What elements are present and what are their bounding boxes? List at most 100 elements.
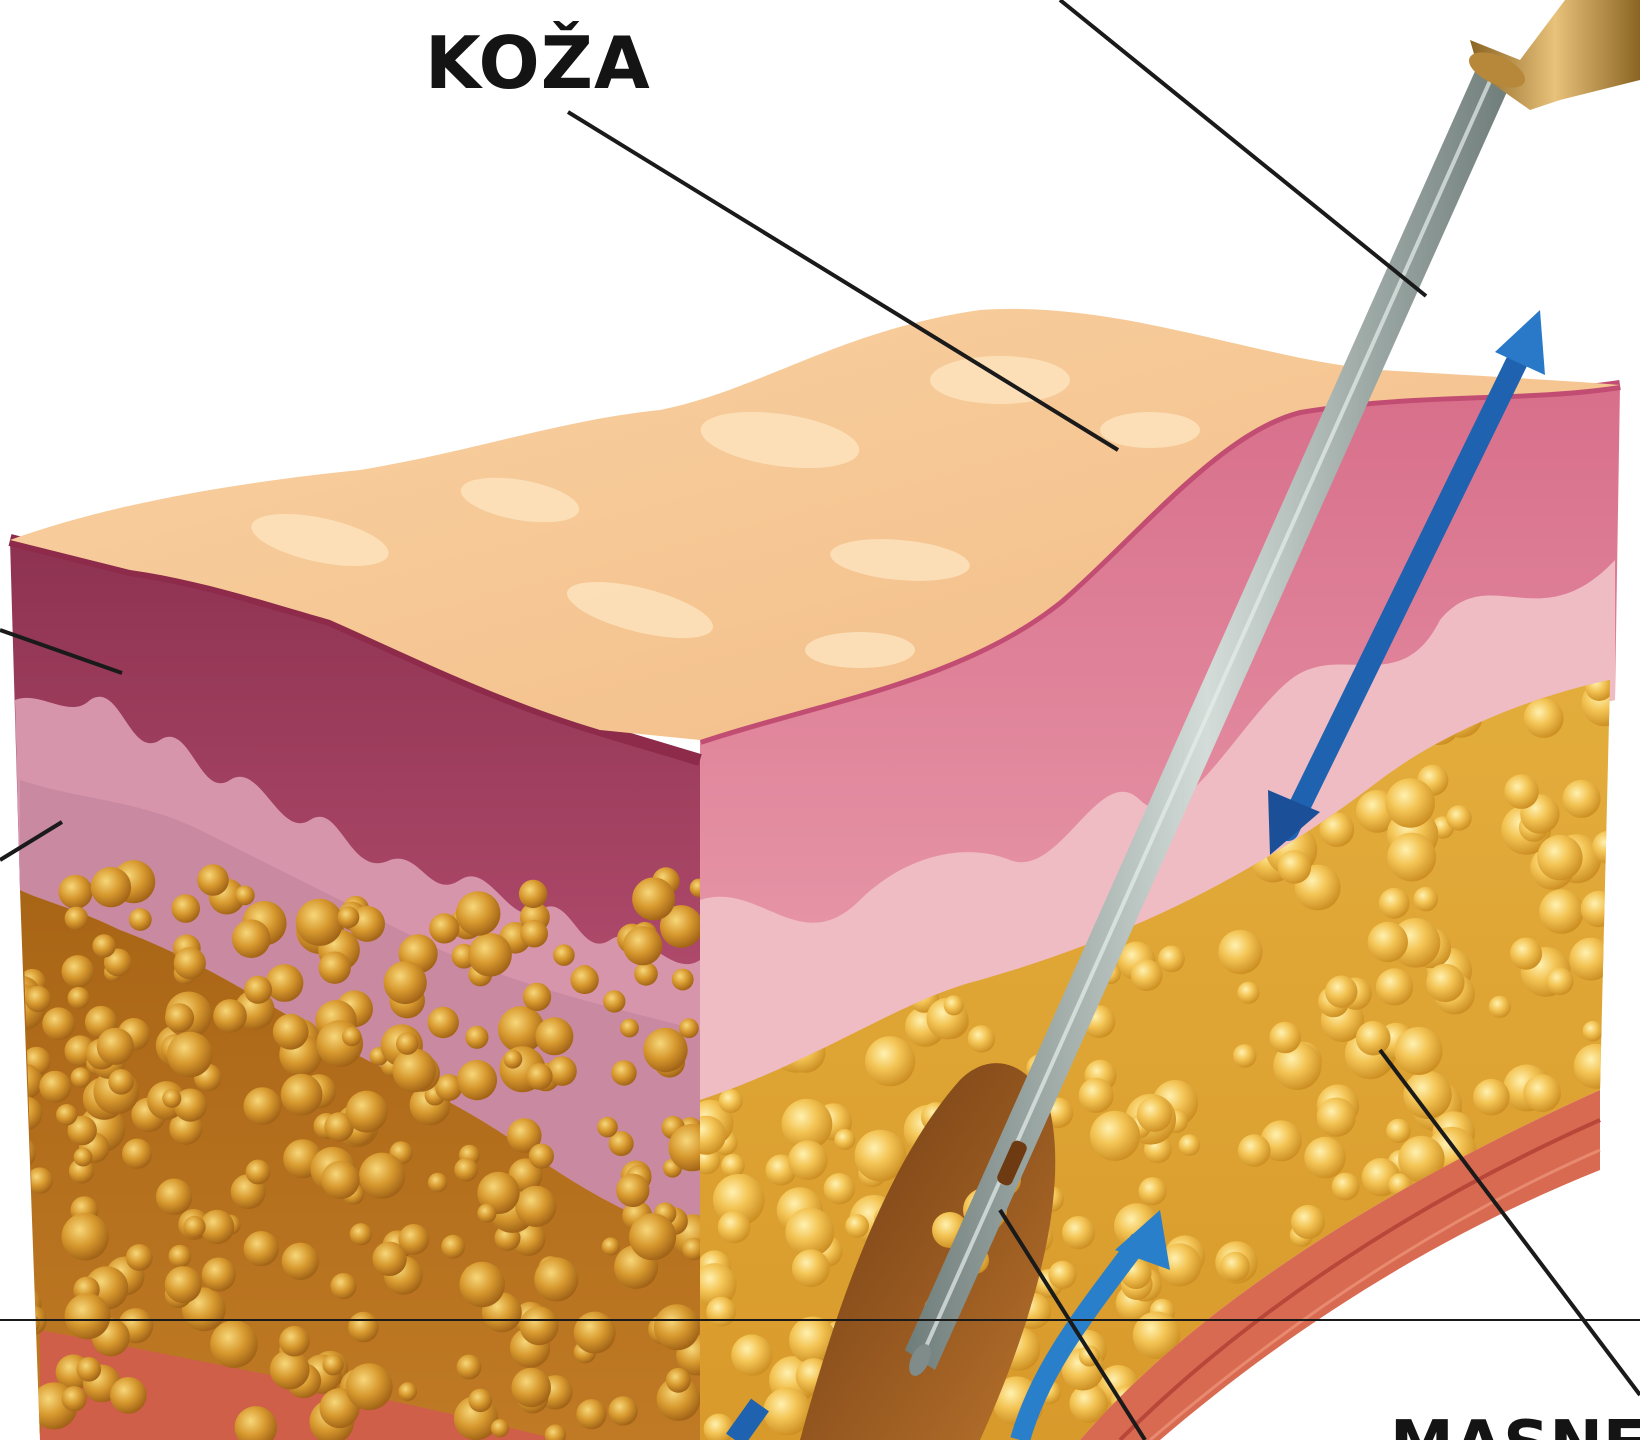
fat-globule bbox=[235, 886, 255, 906]
fat-globule bbox=[350, 1223, 372, 1245]
fat-globule bbox=[1328, 1411, 1365, 1440]
fat-globule bbox=[792, 1249, 830, 1287]
fat-globule bbox=[68, 987, 90, 1009]
fat-globule bbox=[1583, 1021, 1604, 1042]
fat-globule bbox=[718, 1211, 751, 1244]
fat-globule bbox=[1332, 1325, 1370, 1363]
fat-globule bbox=[1574, 1044, 1619, 1089]
fat-globule bbox=[1471, 1282, 1494, 1305]
fat-globule bbox=[511, 1368, 551, 1408]
fat-globule bbox=[279, 1326, 310, 1357]
fat-globule bbox=[59, 875, 93, 909]
fat-globule bbox=[721, 1154, 745, 1178]
fat-globule bbox=[1527, 1302, 1575, 1350]
fat-globule bbox=[865, 1036, 915, 1086]
fat-globule bbox=[77, 1357, 102, 1382]
fat-globule bbox=[244, 1087, 282, 1125]
fat-globule bbox=[1426, 964, 1464, 1002]
fat-globule bbox=[346, 1091, 388, 1133]
fat-globule bbox=[428, 1173, 448, 1193]
fat-globule bbox=[504, 1050, 523, 1069]
fat-globule bbox=[1218, 930, 1262, 974]
fat-globule bbox=[174, 947, 206, 979]
cannula-leader-line bbox=[1060, 0, 1426, 296]
fat-globule bbox=[330, 1273, 356, 1299]
fat-globule bbox=[1368, 922, 1408, 962]
fat-globule bbox=[457, 1060, 497, 1100]
fat-globule bbox=[441, 1235, 465, 1259]
fat-globule bbox=[21, 1314, 40, 1333]
fat-globule bbox=[213, 999, 247, 1033]
fat-globule bbox=[61, 1213, 108, 1260]
fat-globule bbox=[1376, 968, 1413, 1005]
fat-globule bbox=[706, 1297, 736, 1327]
fat-globule bbox=[1386, 1119, 1410, 1143]
fat-globule bbox=[1048, 1261, 1076, 1289]
fat-globule bbox=[1356, 1021, 1391, 1056]
fat-globule bbox=[1546, 968, 1574, 996]
fat-globule bbox=[603, 990, 625, 1012]
fat-globule bbox=[620, 1019, 639, 1038]
fat-globule bbox=[1220, 1252, 1250, 1282]
fat-globule bbox=[25, 986, 51, 1012]
fat-globule bbox=[1489, 996, 1511, 1018]
fat-globule bbox=[4, 1137, 36, 1169]
fat-globule bbox=[56, 1104, 77, 1125]
fat-globule bbox=[1514, 1278, 1536, 1300]
fat-globule bbox=[1379, 888, 1410, 919]
fat-globule bbox=[515, 1186, 556, 1227]
fat-globule bbox=[623, 926, 662, 965]
fat-globule bbox=[210, 1320, 258, 1368]
fat-globule bbox=[643, 1028, 687, 1072]
fat-globule bbox=[65, 1293, 111, 1339]
fat-globule bbox=[845, 1214, 869, 1238]
fat-globule bbox=[1475, 1328, 1508, 1361]
fat-globule bbox=[92, 934, 115, 957]
fat-globule bbox=[321, 1161, 359, 1199]
fat-globule bbox=[666, 1368, 691, 1393]
fat-globule bbox=[281, 1074, 323, 1116]
fat-globule bbox=[12, 1217, 33, 1238]
fat-globule bbox=[296, 899, 343, 946]
fat-globule bbox=[1387, 833, 1436, 882]
fat-globule bbox=[429, 913, 459, 943]
fat-globule bbox=[396, 1032, 419, 1055]
fat-globule bbox=[1274, 1382, 1297, 1405]
fat-globule bbox=[611, 1060, 636, 1085]
fat-globule bbox=[372, 1242, 406, 1276]
fat-globule bbox=[126, 1244, 153, 1271]
fat-globule bbox=[4, 1410, 41, 1440]
fat-globule bbox=[62, 1386, 87, 1411]
fat-globule bbox=[71, 1067, 91, 1087]
fat-globule bbox=[574, 1312, 616, 1354]
fat-globule bbox=[576, 1399, 606, 1429]
fat-globule bbox=[519, 880, 547, 908]
fat-globule bbox=[1569, 938, 1612, 981]
fat-globule bbox=[1079, 1078, 1114, 1113]
fat-globule bbox=[477, 1204, 496, 1223]
fat-globule bbox=[398, 1382, 417, 1401]
fat-globule bbox=[266, 964, 304, 1002]
fat-globule bbox=[8, 1096, 42, 1130]
fat-globule bbox=[1269, 1022, 1301, 1054]
fat-globule bbox=[1413, 887, 1438, 912]
fat-globule bbox=[534, 1257, 578, 1301]
fat-globule bbox=[232, 919, 271, 958]
fat-globule bbox=[39, 1071, 71, 1103]
fat-globule bbox=[1385, 778, 1435, 828]
fat-globule bbox=[165, 1003, 194, 1032]
fat-globule bbox=[156, 1179, 192, 1215]
fat-globule bbox=[108, 1069, 134, 1095]
fat-globule bbox=[122, 1139, 152, 1169]
fat-globule bbox=[342, 1027, 361, 1046]
fat-label-partial: MASNE bbox=[1390, 1408, 1640, 1440]
fat-globule bbox=[944, 995, 964, 1015]
fat-globule bbox=[162, 1089, 181, 1108]
fat-globule bbox=[526, 1063, 553, 1090]
fat-globule bbox=[454, 1158, 478, 1182]
fat-globule bbox=[608, 1396, 637, 1425]
fat-globule bbox=[1584, 1373, 1620, 1409]
fat-globule bbox=[1090, 1111, 1140, 1161]
fat-globule bbox=[672, 969, 694, 991]
